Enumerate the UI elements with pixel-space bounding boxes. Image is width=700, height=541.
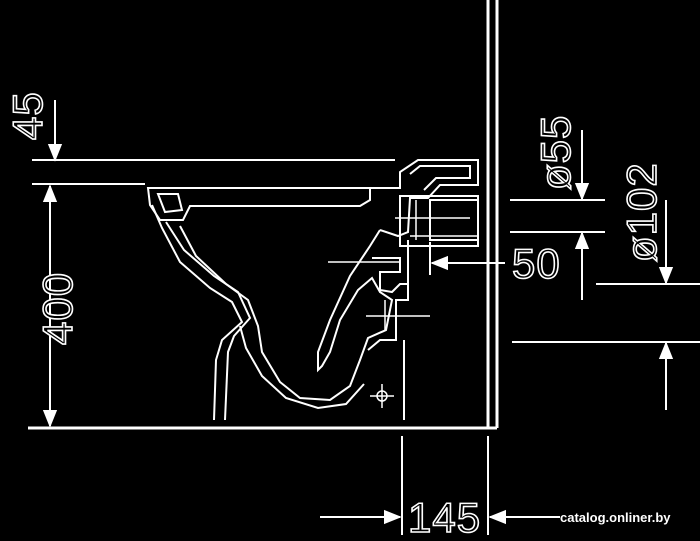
toilet-seat-inner bbox=[156, 193, 184, 214]
toilet-bowl-trap bbox=[179, 225, 394, 402]
dimension-50-label: 50 bbox=[512, 240, 561, 287]
toilet-bowl-wall bbox=[239, 325, 365, 410]
fixing-point-icon bbox=[370, 384, 394, 408]
outlet-spigot bbox=[367, 257, 409, 351]
toilet-body-outer-2 bbox=[165, 221, 252, 421]
dimension-145: 145 bbox=[320, 436, 560, 541]
wall-and-floor bbox=[28, 0, 499, 430]
dimension-45-label: 45 bbox=[4, 91, 51, 140]
dimension-400-label: 400 bbox=[34, 272, 81, 345]
dimension-145-label: 145 bbox=[408, 494, 481, 541]
rear-connection-inner bbox=[409, 165, 471, 191]
toilet-body-outer bbox=[151, 204, 244, 421]
dimension-diameter-55: ø55 bbox=[510, 114, 605, 300]
dimension-400: 400 bbox=[33, 184, 82, 428]
cistern-block bbox=[399, 195, 479, 247]
cistern-block-inner bbox=[429, 199, 479, 241]
dimension-diameter-102-label: ø102 bbox=[618, 162, 665, 262]
rear-connection bbox=[370, 159, 479, 238]
dimension-50: 50 bbox=[429, 239, 561, 288]
dimension-45: 45 bbox=[3, 90, 63, 162]
dimension-diameter-102: ø102 bbox=[512, 161, 700, 410]
watermark-text: catalog.onliner.by bbox=[560, 510, 671, 525]
height-reference-lines bbox=[32, 159, 395, 185]
dimension-diameter-55-label: ø55 bbox=[532, 115, 579, 190]
toilet-pan bbox=[146, 159, 479, 421]
